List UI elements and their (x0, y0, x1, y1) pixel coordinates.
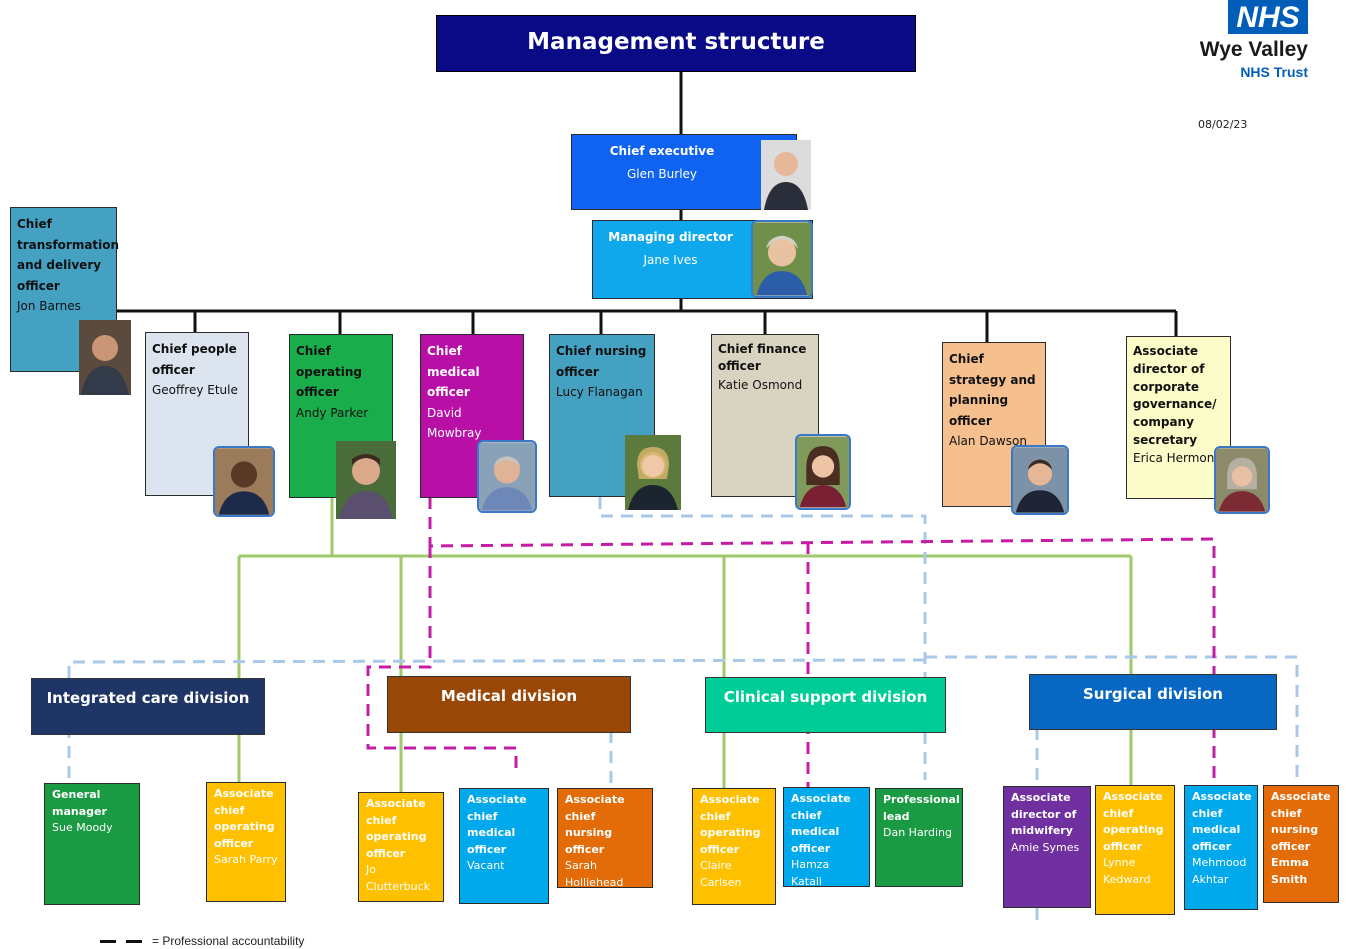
page-title: Management structure (436, 15, 916, 72)
medical-division: Medical division (387, 676, 631, 733)
finance-photo (795, 434, 851, 510)
surgical-acno-name: Emma Smith (1271, 856, 1309, 886)
medical-acoo-title: Associate chief operating officer (366, 797, 427, 860)
clinical-acmo-name: Hamza Katali (791, 858, 830, 888)
trust-sub: NHS Trust (1240, 64, 1308, 80)
strategy-title: Chief strategy and planning officer (949, 352, 1036, 428)
transformation-title: Chief transformation and delivery office… (17, 217, 120, 293)
medical-name: David Mowbray (427, 405, 482, 441)
managing-director-photo (751, 220, 813, 298)
surgical-acmo-title: Associate chief medical officer (1192, 790, 1252, 853)
dashed-line-swatch (100, 940, 144, 944)
nursing-photo (625, 435, 681, 510)
governance-title: Associate director of corporate governan… (1133, 344, 1217, 447)
transformation-officer-box: Chief transformation and delivery office… (10, 207, 120, 372)
medical-acno-name: Sarah Holliehead (565, 859, 624, 889)
medical-title: Chief medical officer (427, 344, 480, 399)
surgical-acoo-title: Associate chief operating officer (1103, 790, 1164, 853)
transformation-photo (79, 320, 131, 395)
managing-director-title: Managing director (608, 230, 733, 244)
integrated-care-division: Integrated care division (31, 678, 265, 735)
midwifery-director-box: Associate director of midwifery Amie Sym… (1003, 786, 1091, 908)
integrated-acoo-title: Associate chief operating officer (214, 787, 275, 850)
surgical-division: Surgical division (1029, 674, 1277, 730)
clinical-acoo-title: Associate chief operating officer (700, 793, 761, 856)
chief-executive-name: Glen Burley (626, 167, 698, 181)
nursing-title: Chief nursing officer (556, 344, 647, 379)
strategy-name: Alan Dawson (949, 434, 1027, 448)
professional-lead-name: Dan Harding (883, 826, 953, 839)
professional-lead-box: Professional lead Dan Harding (875, 788, 963, 887)
general-manager-name: Sue Moody (52, 821, 113, 834)
surgical-acoo-box: Associate chief operating officer Lynne … (1095, 785, 1175, 915)
clinical-support-division: Clinical support division (705, 677, 946, 733)
clinical-acmo-box: Associate chief medical officer Hamza Ka… (783, 787, 870, 888)
chief-executive-photo (761, 140, 811, 210)
surgical-acno-title: Associate chief nursing officer (1271, 790, 1331, 853)
medical-acoo-name: Jo Clutterbuck (366, 863, 430, 893)
legend: = Professional accountability (100, 934, 304, 948)
clinical-acoo-box: Associate chief operating officer Claire… (692, 788, 776, 905)
operating-title: Chief operating officer (296, 344, 362, 399)
managing-director-name: Jane Ives (643, 253, 698, 267)
general-manager-title: General manager (52, 788, 107, 818)
transformation-name: Jon Barnes (17, 299, 81, 313)
medical-acmo-box: Associate chief medical officer Vacant (459, 788, 549, 904)
finance-title: Chief finance officer (718, 342, 807, 373)
clinical-acoo-name: Claire Carlsen (700, 859, 742, 889)
chief-executive-title: Chief executive (609, 144, 715, 158)
surgical-acoo-name: Lynne Kedward (1103, 856, 1151, 886)
medical-acoo-box: Associate chief operating officer Jo Clu… (358, 792, 444, 902)
strategy-photo (1011, 445, 1069, 515)
nhs-logo: NHS (1228, 0, 1308, 34)
medical-acmo-name: Vacant (467, 859, 505, 872)
medical-acmo-title: Associate chief medical officer (467, 793, 527, 856)
finance-name: Katie Osmond (718, 378, 803, 392)
midwifery-director-name: Amie Symes (1011, 840, 1080, 854)
clinical-acmo-title: Associate chief medical officer (791, 792, 851, 855)
governance-name: Erica Hermon (1133, 450, 1215, 465)
operating-name: Andy Parker (296, 405, 369, 420)
general-manager-box: General manager Sue Moody (44, 783, 140, 905)
medical-acno-title: Associate chief nursing officer (565, 793, 625, 856)
governance-box: Associate director of corporate governan… (1126, 336, 1231, 499)
surgical-acmo-name: Mehmood Akhtar (1192, 856, 1247, 886)
people-photo (213, 446, 275, 517)
surgical-acmo-box: Associate chief medical officer Mehmood … (1184, 785, 1258, 910)
trust-name: Wye Valley (1199, 38, 1308, 61)
legend-label: = Professional accountability (152, 934, 305, 948)
integrated-acoo-box: Associate chief operating officer Sarah … (206, 782, 286, 902)
integrated-acoo-name: Sarah Parry (214, 853, 278, 866)
people-title: Chief people officer (152, 342, 237, 377)
midwifery-director-title: Associate director of midwifery (1011, 791, 1077, 837)
date-label: 08/02/23 (1198, 118, 1248, 131)
nursing-name: Lucy Flanagan (556, 385, 643, 399)
governance-photo (1214, 446, 1270, 514)
professional-lead-title: Professional lead (883, 793, 960, 823)
people-name: Geoffrey Etule (152, 383, 238, 397)
medical-photo (477, 440, 537, 513)
chief-executive-box: Chief executive Glen Burley (571, 134, 797, 210)
operating-photo (336, 441, 396, 519)
surgical-acno-box: Associate chief nursing officer Emma Smi… (1263, 785, 1339, 903)
medical-acno-box: Associate chief nursing officer Sarah Ho… (557, 788, 653, 889)
